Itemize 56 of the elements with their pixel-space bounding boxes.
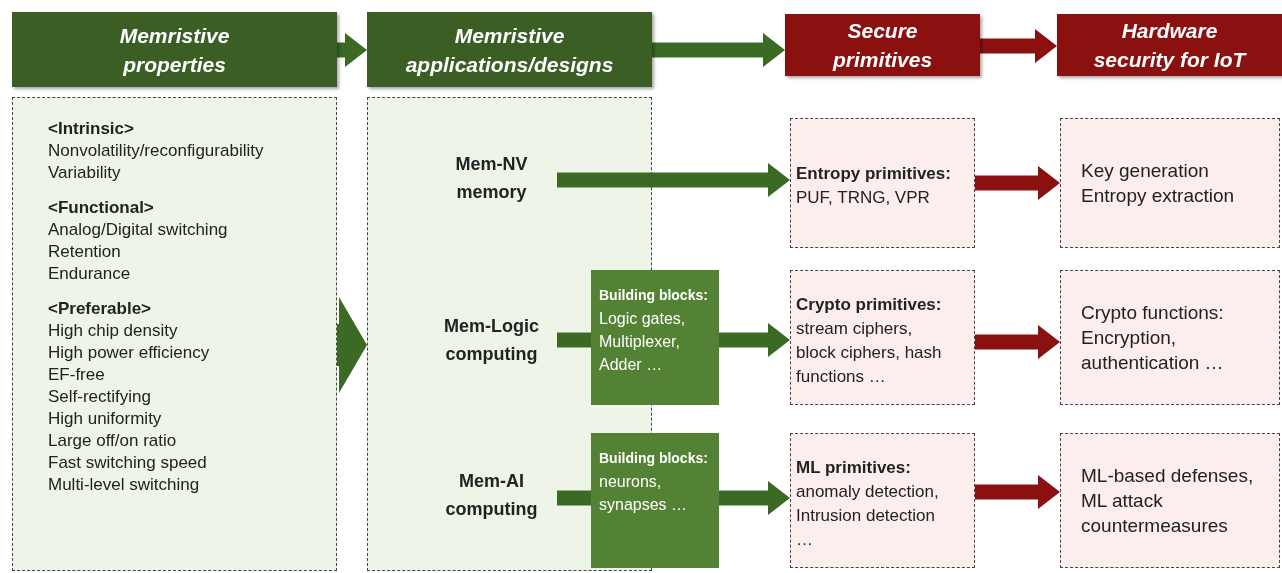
block-text: Logic gates, Multiplexer, Adder … bbox=[599, 309, 687, 375]
block-heading: Crypto primitives: bbox=[796, 293, 943, 316]
block-text: High uniformity bbox=[48, 408, 163, 430]
stage-header: Memristive properties bbox=[12, 12, 337, 87]
block-arrow bbox=[337, 33, 367, 67]
stage-header: Memristive applications/designs bbox=[367, 12, 652, 87]
block-arrow bbox=[975, 475, 1060, 509]
block-text: Large off/on ratio bbox=[48, 430, 178, 452]
primitive-box bbox=[790, 118, 975, 248]
block-heading: Building blocks: bbox=[599, 286, 709, 305]
block-arrow bbox=[719, 323, 790, 357]
block-text: Retention bbox=[48, 241, 122, 263]
block-arrow bbox=[719, 481, 790, 515]
block-heading: Building blocks: bbox=[599, 449, 709, 468]
block-arrow bbox=[557, 163, 790, 197]
block-text: Self-rectifying bbox=[48, 386, 152, 408]
block-text: neurons, synapses … bbox=[599, 472, 689, 515]
block-text: Entropy extraction bbox=[1081, 184, 1236, 208]
security-box bbox=[1060, 118, 1280, 248]
block-arrow bbox=[980, 29, 1057, 63]
block-text: ML-based defenses, ML attack countermeasures bbox=[1081, 464, 1255, 538]
building-block-box bbox=[591, 433, 719, 568]
block-text: EF-free bbox=[48, 364, 106, 386]
block-heading: <Functional> bbox=[48, 197, 155, 219]
application-label: Mem-Logic computing bbox=[426, 311, 557, 368]
block-heading: ML primitives: bbox=[796, 456, 912, 479]
properties-panel bbox=[12, 97, 337, 571]
block-text: Endurance bbox=[48, 263, 132, 285]
block-text: High power efficiency bbox=[48, 342, 211, 364]
block-arrow bbox=[652, 33, 785, 67]
stage-header: Hardware security for IoT bbox=[1057, 14, 1282, 76]
security-box bbox=[1060, 270, 1280, 405]
security-box bbox=[1060, 433, 1280, 568]
block-text: Multi-level switching bbox=[48, 474, 201, 496]
application-label: Mem-AI computing bbox=[426, 466, 557, 523]
primitive-box bbox=[790, 270, 975, 405]
primitive-box bbox=[790, 433, 975, 568]
block-arrow bbox=[975, 166, 1060, 200]
block-arrow bbox=[337, 297, 367, 393]
block-heading: <Preferable> bbox=[48, 298, 152, 320]
block-text: Key generation bbox=[1081, 159, 1210, 183]
block-text: PUF, TRNG, VPR bbox=[796, 187, 931, 209]
stage-header: Secure primitives bbox=[785, 14, 980, 76]
block-heading: Entropy primitives: bbox=[796, 163, 952, 185]
building-block-box bbox=[591, 270, 719, 405]
block-text: Variability bbox=[48, 162, 122, 184]
block-arrow bbox=[975, 325, 1060, 359]
block-text: Crypto functions: Encryption, authentication … bbox=[1081, 301, 1225, 375]
block-text: Nonvolatility/reconfigurability bbox=[48, 140, 265, 162]
block-text: stream ciphers, block ciphers, hash functions … bbox=[796, 317, 943, 388]
block-text: Analog/Digital switching bbox=[48, 219, 229, 241]
application-label: Mem-NV memory bbox=[426, 149, 557, 206]
block-text: High chip density bbox=[48, 320, 179, 342]
block-text: anomaly detection, Intrusion detection … bbox=[796, 480, 940, 551]
block-text: Fast switching speed bbox=[48, 452, 208, 474]
block-heading: <Intrinsic> bbox=[48, 118, 135, 140]
